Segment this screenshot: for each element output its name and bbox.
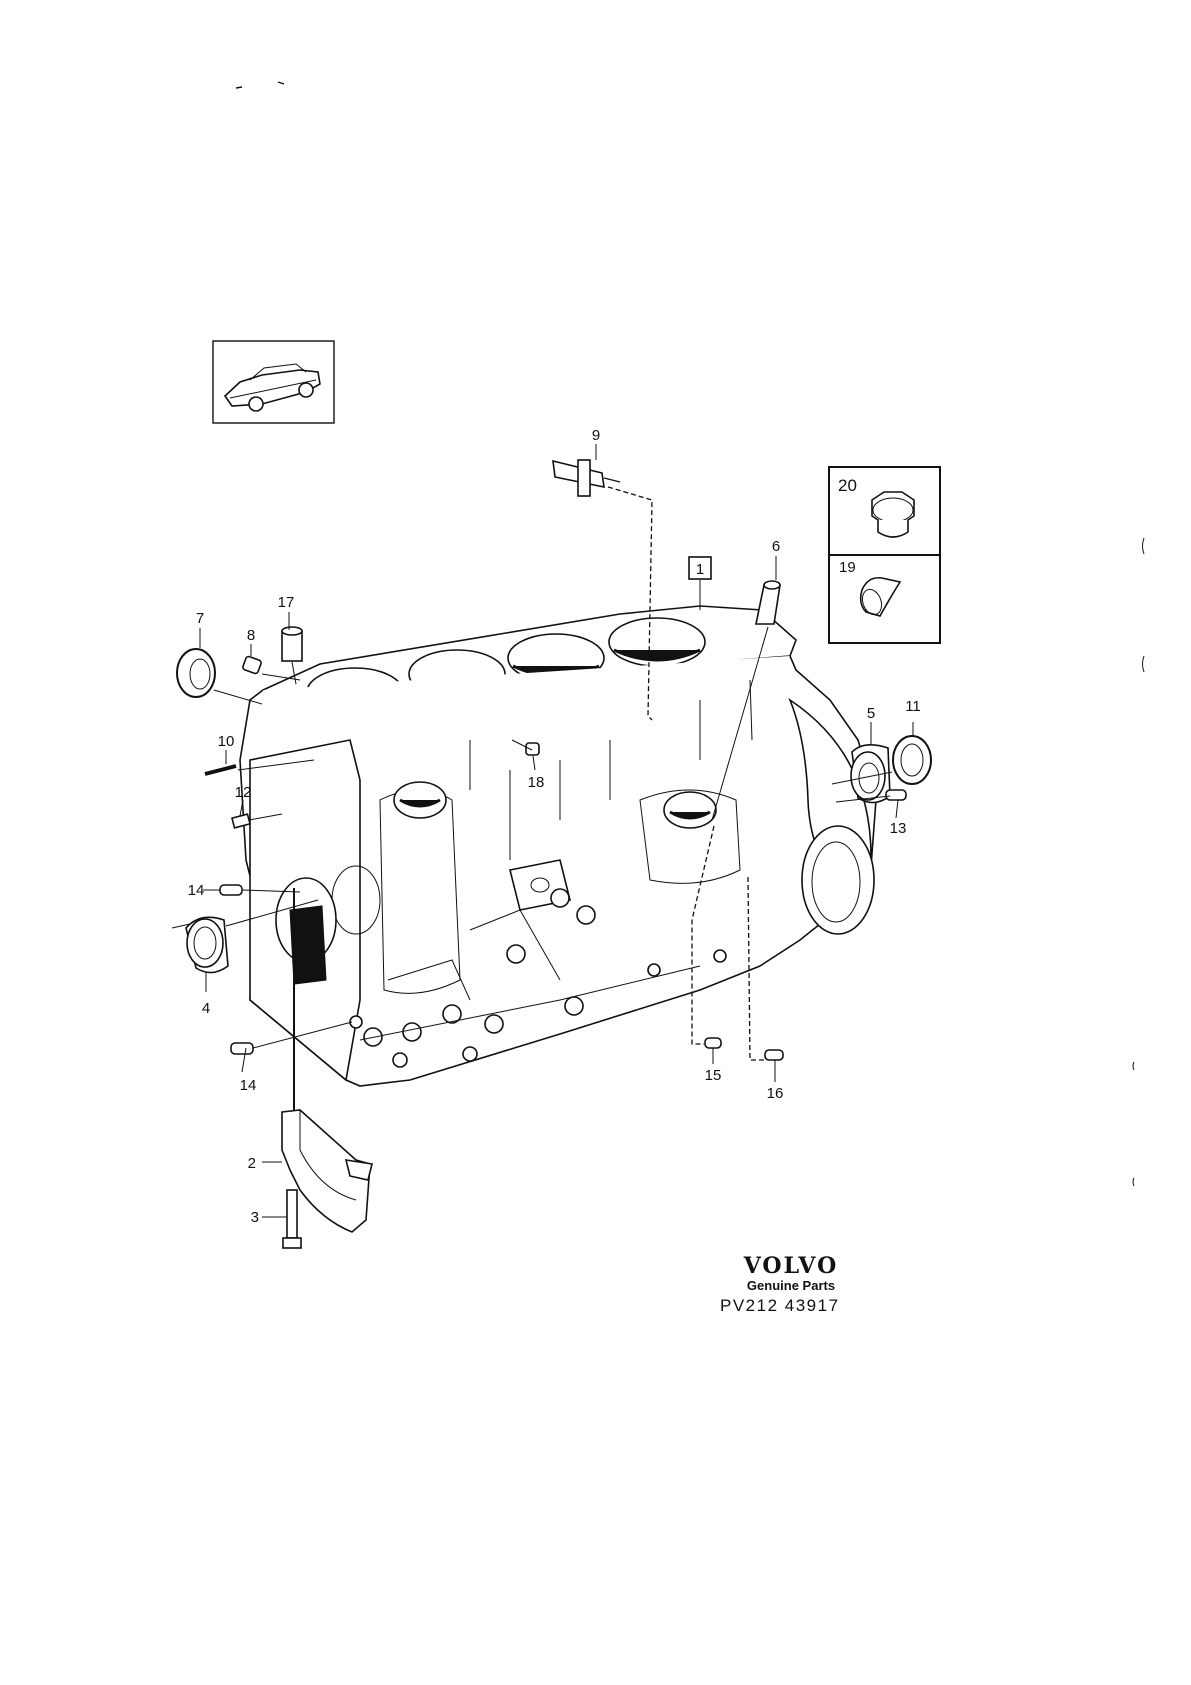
part-7-seal (176, 648, 216, 698)
brand-block: VOLVO Genuine Parts (726, 1254, 856, 1294)
engine-block (239, 605, 877, 1087)
part-10-stud (204, 764, 237, 776)
callout-1: 1 (696, 561, 704, 578)
part-17-sleeve (281, 626, 303, 662)
part-11-seal (892, 735, 932, 785)
part-8-plug (242, 655, 262, 675)
scan-marks (235, 81, 1145, 1187)
part-15-pin (704, 1037, 722, 1049)
part-18-plug (525, 742, 540, 756)
callout-labels: 1 2 3 4 5 6 7 8 9 10 11 12 13 14 14 15 1… (188, 427, 921, 1226)
leader-lines (171, 486, 893, 1110)
inset-parts-box (828, 466, 941, 644)
callout-8: 8 (247, 627, 255, 644)
part-12-stud (230, 813, 252, 829)
callout-5: 5 (867, 705, 875, 722)
part-3-bolt (282, 1189, 302, 1249)
part-5-bushing (850, 744, 891, 804)
callout-10: 10 (218, 733, 235, 750)
part-14-pin-upper (219, 884, 243, 896)
callout-3: 3 (251, 1209, 259, 1226)
callout-11: 11 (905, 698, 921, 715)
part-13-pin (885, 789, 907, 801)
part-16-pin (764, 1049, 784, 1061)
callout-13: 13 (890, 820, 907, 837)
callout-14-lower: 14 (240, 1077, 257, 1094)
callout-16: 16 (767, 1085, 784, 1102)
callout-19: 19 (839, 559, 856, 576)
callout-6: 6 (772, 538, 780, 555)
part-2-bearing-cap (281, 1109, 373, 1233)
callout-4: 4 (202, 1000, 210, 1017)
callout-7: 7 (196, 610, 204, 627)
diagram-reference-number: PV212 43917 (720, 1296, 840, 1315)
callout-20: 20 (838, 476, 857, 495)
callout-17: 17 (278, 594, 295, 611)
part-4-bushing (185, 916, 229, 974)
callout-15: 15 (705, 1067, 722, 1084)
callout-leaders (199, 444, 914, 1218)
volvo-logo: VOLVO (743, 1253, 839, 1279)
part-14-pin-lower (230, 1042, 254, 1055)
drain-plug-icon (871, 491, 915, 538)
part-9-sensor (552, 459, 621, 497)
callout-12: 12 (235, 784, 252, 801)
brand-tagline: Genuine Parts (746, 1278, 836, 1293)
vehicle-thumbnail (212, 340, 335, 424)
part-6-sleeve (755, 580, 781, 625)
callout-2: 2 (248, 1155, 256, 1172)
callout-18: 18 (528, 774, 545, 791)
callout-9: 9 (592, 427, 600, 444)
car-icon (223, 363, 321, 412)
sleeve-icon (859, 576, 902, 617)
callout-14-upper: 14 (188, 882, 205, 899)
